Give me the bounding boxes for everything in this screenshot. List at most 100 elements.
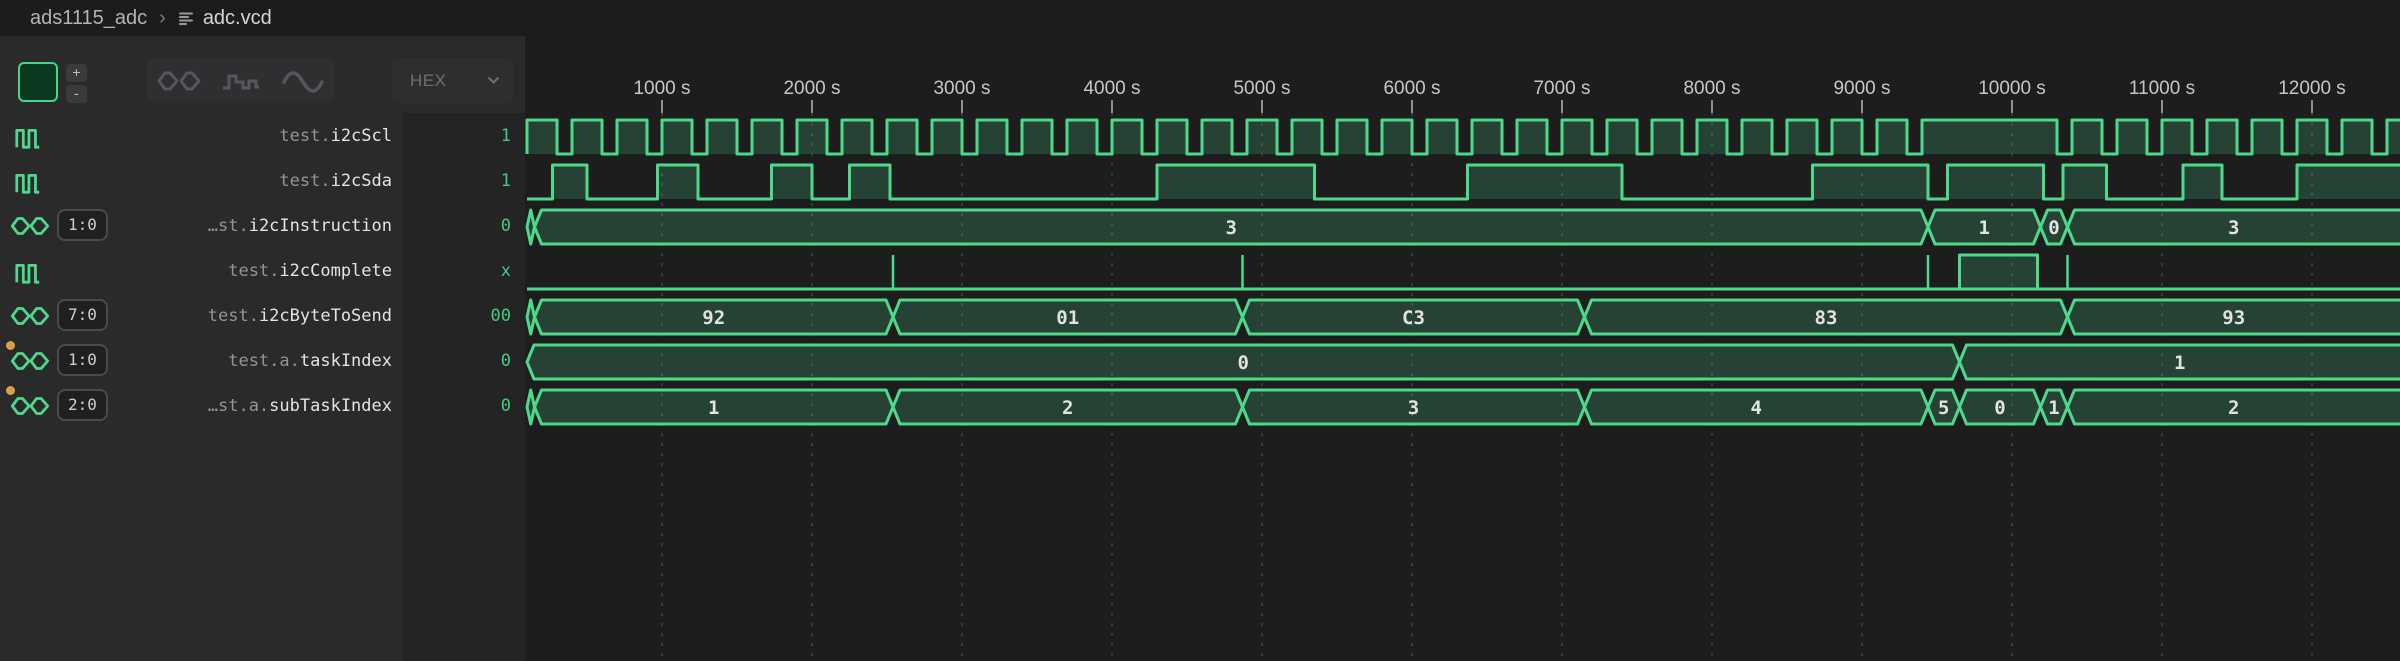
signal-row-i2cSda[interactable]: test.i2cSda 1 xyxy=(0,158,525,203)
signal-row-i2cInstruction[interactable]: 1:0 …st.i2cInstruction 0 xyxy=(0,203,525,248)
signal-value: x xyxy=(500,260,511,281)
step-wave-icon[interactable] xyxy=(221,68,261,94)
zoom-in-button[interactable]: + xyxy=(66,64,87,82)
signal-scope-prefix: test. xyxy=(228,260,280,281)
render-mode-toolbar xyxy=(147,58,335,103)
svg-text:2: 2 xyxy=(2228,397,2239,419)
signal-row-taskIndex[interactable]: 1:0 test.a.taskIndex 0 xyxy=(0,338,525,383)
value-format-select[interactable]: HEX xyxy=(392,58,514,103)
signal-base-name: i2cSda xyxy=(330,170,392,191)
breadcrumb-file[interactable]: adc.vcd xyxy=(202,6,272,29)
signal-row-i2cScl[interactable]: test.i2cScl 1 xyxy=(0,113,525,158)
signal-scope-prefix: test. xyxy=(279,125,331,146)
svg-text:0: 0 xyxy=(1994,397,2005,419)
signal-type-icon xyxy=(10,347,50,375)
svg-text:2000 s: 2000 s xyxy=(783,78,840,99)
svg-text:1: 1 xyxy=(1979,217,1990,239)
svg-text:11000 s: 11000 s xyxy=(2129,78,2195,99)
signal-base-name: i2cInstruction xyxy=(248,215,392,236)
signal-type-icon xyxy=(10,167,46,195)
signal-type-icon xyxy=(10,392,50,420)
signal-base-name: subTaskIndex xyxy=(269,395,392,416)
svg-text:1: 1 xyxy=(2174,352,2185,374)
signal-base-name: i2cComplete xyxy=(279,260,392,281)
breadcrumb-project[interactable]: ads1115_adc xyxy=(30,6,148,29)
svg-text:8000 s: 8000 s xyxy=(1683,78,1740,99)
bit-range-badge: 2:0 xyxy=(57,389,108,421)
svg-text:12000 s: 12000 s xyxy=(2278,78,2346,99)
signal-name: test.i2cComplete xyxy=(228,261,392,281)
signal-row-i2cByteToSend[interactable]: 7:0 test.i2cByteToSend 00 xyxy=(0,293,525,338)
signal-type-icon xyxy=(10,257,46,285)
svg-text:01: 01 xyxy=(1056,307,1079,329)
signal-base-name: i2cByteToSend xyxy=(258,305,392,326)
svg-text:10000 s: 10000 s xyxy=(1978,78,2046,99)
analog-wave-icon[interactable] xyxy=(281,68,325,94)
wave-row-i2cScl[interactable] xyxy=(525,118,2400,156)
svg-text:1: 1 xyxy=(2048,397,2059,419)
breadcrumb: ads1115_adc › adc.vcd xyxy=(0,0,2400,36)
svg-text:7000 s: 7000 s xyxy=(1533,78,1590,99)
timeline-ruler[interactable]: 1000 s 2000 s 3000 s 4000 s 5000 s 6000 s 7000… xyxy=(633,78,2346,113)
signal-value: 1 xyxy=(500,170,511,191)
signal-scope-prefix: test. xyxy=(279,170,331,191)
signal-name: test.i2cSda xyxy=(279,171,392,191)
signal-type-icon xyxy=(10,302,50,330)
value-column-background xyxy=(403,113,525,661)
signal-base-name: taskIndex xyxy=(299,350,392,371)
signal-scope-prefix: …st.a. xyxy=(207,395,270,416)
signal-base-name: i2cScl xyxy=(330,125,392,146)
svg-text:3: 3 xyxy=(1408,397,1419,419)
waveform-area: 1000 s 2000 s 3000 s 4000 s 5000 s 6000 s 7000… xyxy=(525,36,2400,661)
svg-text:83: 83 xyxy=(1815,307,1838,329)
svg-text:3: 3 xyxy=(1226,217,1237,239)
signal-scope-prefix: test. xyxy=(207,305,259,326)
signal-value: 00 xyxy=(490,305,511,326)
svg-text:6000 s: 6000 s xyxy=(1383,78,1440,99)
svg-text:1000 s: 1000 s xyxy=(633,78,690,99)
wave-row-i2cSda[interactable] xyxy=(527,163,2400,201)
breadcrumb-chevron-icon: › xyxy=(159,6,166,29)
svg-text:0: 0 xyxy=(1238,352,1249,374)
svg-text:3: 3 xyxy=(2228,217,2239,239)
signal-scope-prefix: test.a. xyxy=(228,350,300,371)
svg-text:5000 s: 5000 s xyxy=(1233,78,1290,99)
svg-text:4: 4 xyxy=(1751,397,1762,419)
vcd-file-icon xyxy=(178,10,195,27)
signal-name: test.i2cScl xyxy=(279,126,392,146)
svg-text:93: 93 xyxy=(2222,307,2245,329)
signal-row-subTaskIndex[interactable]: 2:0 …st.a.subTaskIndex 0 xyxy=(0,383,525,428)
signal-type-icon xyxy=(10,212,50,240)
signal-name: …st.a.subTaskIndex xyxy=(208,396,392,416)
wave-row-i2cComplete[interactable] xyxy=(527,253,2400,291)
signal-list: test.i2cScl 1 test.i2cSda 1 1:0 …st.i2cI… xyxy=(0,113,525,428)
signal-value: 0 xyxy=(500,395,511,416)
svg-text:1: 1 xyxy=(708,397,719,419)
svg-text:9000 s: 9000 s xyxy=(1833,78,1890,99)
svg-text:92: 92 xyxy=(702,307,725,329)
signal-name: test.a.taskIndex xyxy=(228,351,392,371)
wave-color-swatch[interactable] xyxy=(18,62,58,102)
svg-text:2: 2 xyxy=(1062,397,1073,419)
signal-value: 1 xyxy=(500,125,511,146)
svg-text:3000 s: 3000 s xyxy=(933,78,990,99)
signal-name: …st.i2cInstruction xyxy=(208,216,392,236)
bus-shapes-icon[interactable] xyxy=(157,68,201,94)
signal-panel: + - HEX xyxy=(0,36,525,661)
svg-text:0: 0 xyxy=(2048,217,2059,239)
value-format-label: HEX xyxy=(410,70,447,90)
signal-value: 0 xyxy=(500,350,511,371)
timeline-gridlines xyxy=(661,113,2313,661)
activity-dot-icon xyxy=(6,386,15,395)
waveform-canvas[interactable]: 1000 s 2000 s 3000 s 4000 s 5000 s 6000 s 7000… xyxy=(525,36,2400,661)
signal-row-i2cComplete[interactable]: test.i2cComplete x xyxy=(0,248,525,293)
chevron-down-icon xyxy=(487,76,500,85)
zoom-out-button[interactable]: - xyxy=(66,85,87,103)
bit-range-badge: 7:0 xyxy=(57,299,108,331)
svg-text:4000 s: 4000 s xyxy=(1083,78,1140,99)
wave-row-i2cInstruction[interactable]: 3 1 0 3 xyxy=(525,208,2400,246)
